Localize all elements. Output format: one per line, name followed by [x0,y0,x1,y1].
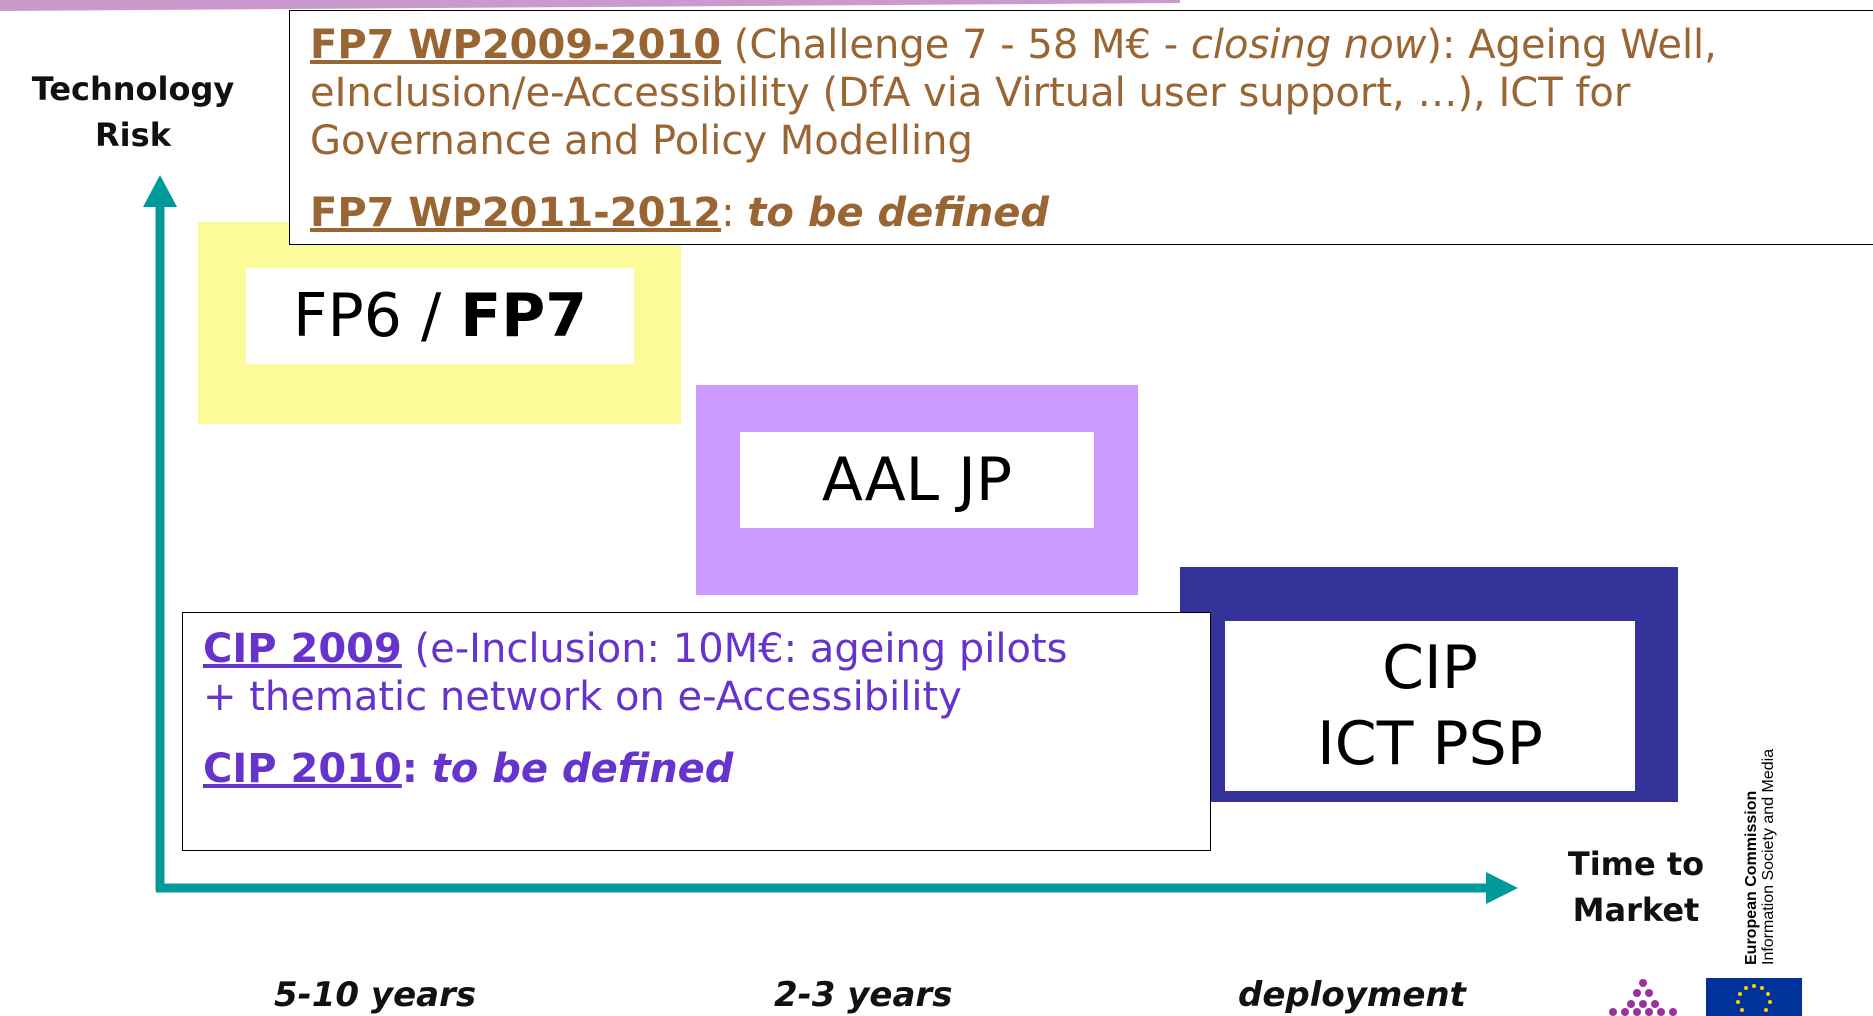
ec-logo: European Commission Information Society … [1743,749,1777,965]
fp7-callout: FP7 WP2009-2010 (Challenge 7 - 58 M€ - c… [289,10,1873,245]
y-axis-label: Technology Risk [6,66,260,158]
cip-label-line1: CIP [1382,633,1478,703]
cip-item2-text: to be defined [431,746,734,792]
fp-label-box: FP6 / FP7 [246,268,634,364]
cip-item1-header[interactable]: CIP 2009 [203,626,402,672]
x-tick-deployment: deployment [1238,975,1466,1015]
cip-item1-text: (e-Inclusion: 10M€: ageing pilots [401,626,1068,672]
cip-item2-sep: : [401,746,432,792]
fp7-item1: FP7 WP2009-2010 (Challenge 7 - 58 M€ - c… [310,21,1865,165]
fp7-item2-text: to be defined [747,190,1049,236]
x-axis-label-line1: Time to [1567,845,1705,883]
fp7-item2-header[interactable]: FP7 WP2011-2012 [310,190,722,236]
fp7-item2: FP7 WP2011-2012: to be defined [310,189,1865,237]
ec-logo-line1: European Commission [1743,791,1760,965]
x-axis-label-line2: Market [1572,891,1700,929]
x-tick-2-3-years: 2-3 years [774,975,953,1015]
cip-label-line2: ICT PSP [1317,709,1543,779]
cip-label-box: CIP ICT PSP [1225,621,1635,791]
x-axis-arrowhead [1486,872,1518,904]
top-decorative-strip [0,0,1180,11]
x-tick-5-10-years: 5-10 years [274,975,477,1015]
fp7-item1-header[interactable]: FP7 WP2009-2010 [310,22,722,68]
cip-item1-line2: + thematic network on e-Accessibility [203,674,962,720]
y-axis-label-line1: Technology [31,70,235,108]
fp7-item1-text-a: (Challenge 7 - 58 M€ - [721,22,1191,68]
fp-label-bold: FP7 [460,281,587,351]
fp7-item2-sep: : [721,190,748,236]
cip-item1: CIP 2009 (e-Inclusion: 10M€: ageing pilo… [203,625,1203,673]
ec-logo-line2: Information Society and Media [1760,749,1777,965]
cip-callout: CIP 2009 (e-Inclusion: 10M€: ageing pilo… [182,612,1211,851]
fp7-item1-text-b: ): Ageing Well, eInclusion/e-Accessibili… [310,22,1717,164]
aal-label: AAL JP [821,445,1013,515]
x-axis-label: Time to Market [1546,841,1726,933]
fp-label-normal: FP6 / [293,281,461,351]
dots-logo-icon [1609,979,1677,1016]
aal-label-box: AAL JP [740,432,1094,528]
y-axis-label-line2: Risk [95,116,171,154]
eu-flag-icon [1706,978,1802,1016]
cip-item2: CIP 2010: to be defined [203,745,1203,793]
cip-item2-header[interactable]: CIP 2010 [203,746,402,792]
y-axis-arrowhead [143,175,177,207]
fp7-item1-text-italic: closing now [1190,22,1427,68]
